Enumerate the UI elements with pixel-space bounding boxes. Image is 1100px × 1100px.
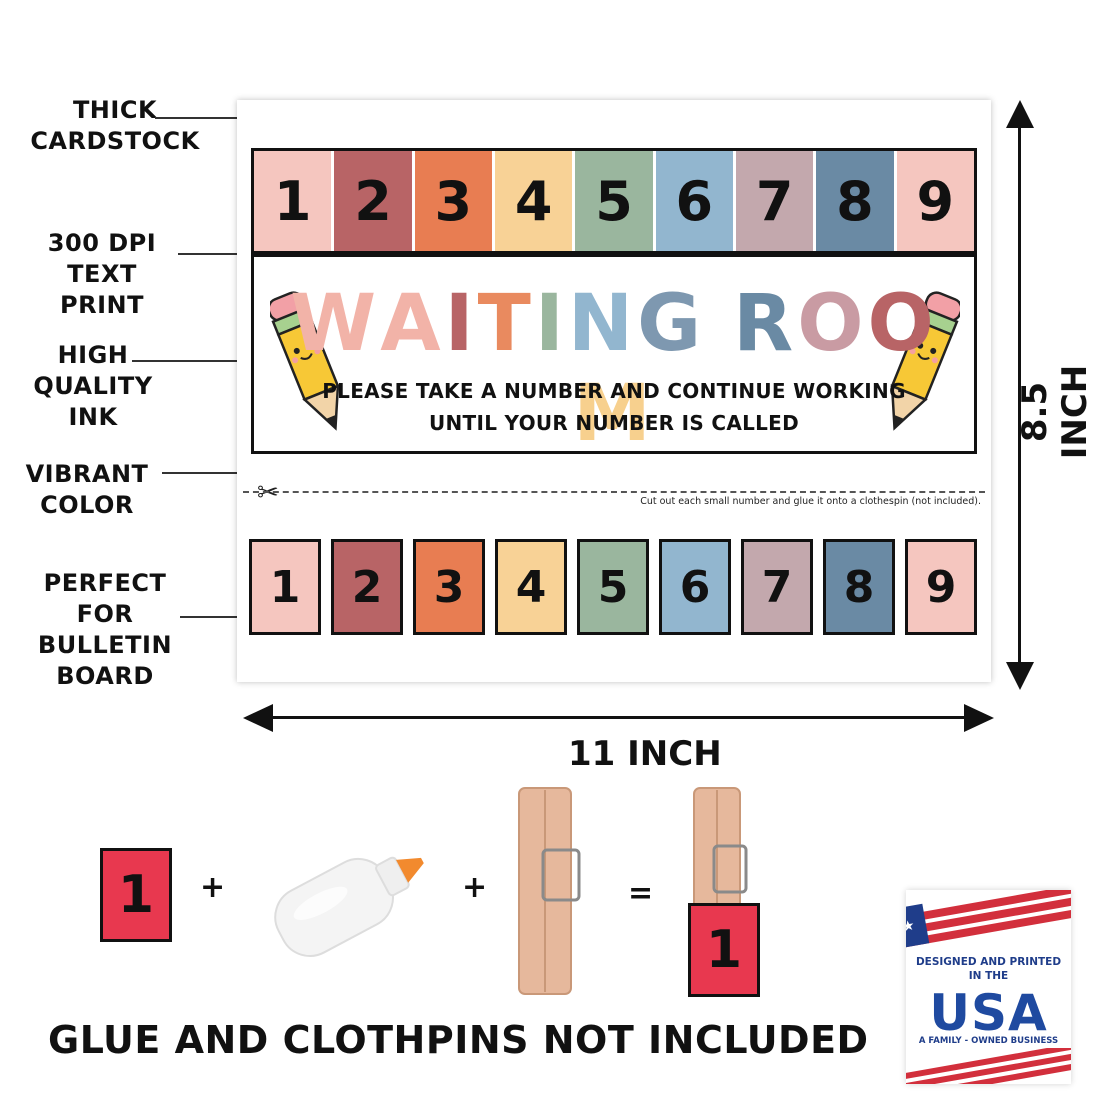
height-measure-label: 8.5 INCH bbox=[1015, 364, 1095, 460]
number-card-on-clothespin: 1 bbox=[688, 903, 760, 997]
arrow-down-icon bbox=[1006, 662, 1034, 690]
number-tile: 9 bbox=[896, 151, 974, 251]
number-tile: 4 bbox=[494, 151, 576, 251]
waiting-room-title: WAITING ROO M bbox=[254, 279, 974, 459]
title-letter: W bbox=[290, 279, 381, 369]
label-high-quality-ink: HIGH QUALITY INK bbox=[28, 340, 158, 433]
title-letter: R bbox=[733, 279, 798, 369]
glue-bottle-icon bbox=[274, 856, 424, 957]
title-box: WAITING ROO M PLEASE TAKE A NUMBER AND CO… bbox=[251, 254, 977, 459]
leader-line bbox=[162, 472, 237, 474]
small-number-tile: 9 bbox=[905, 539, 977, 635]
plus-sign: + bbox=[462, 870, 488, 905]
pencil-icon bbox=[890, 291, 960, 431]
label-line: COLOR bbox=[40, 491, 134, 519]
number-card: 1 bbox=[100, 848, 172, 942]
badge-line-1: DESIGNED AND PRINTED bbox=[915, 956, 1062, 968]
title-letter: I bbox=[444, 279, 478, 369]
title-letter: O bbox=[797, 279, 868, 369]
glue-not-included-note: GLUE AND CLOTHPINS NOT INCLUDED bbox=[48, 1018, 869, 1062]
label-300-dpi: 300 DPI TEXT PRINT bbox=[22, 228, 182, 321]
height-arrow-line bbox=[1018, 120, 1021, 670]
label-line: BOARD bbox=[56, 662, 154, 690]
label-line: FOR bbox=[76, 600, 134, 628]
number-tile: 6 bbox=[655, 151, 736, 251]
title-letter: N bbox=[567, 279, 638, 369]
number-tile: 1 bbox=[254, 151, 335, 251]
small-number-tile: 7 bbox=[741, 539, 813, 635]
number-tile: 3 bbox=[414, 151, 495, 251]
small-number-tile: 1 bbox=[249, 539, 321, 635]
made-in-usa-badge: ★ DESIGNED AND PRINTED IN THE USA A FAMI… bbox=[906, 890, 1071, 1084]
badge-usa: USA bbox=[929, 984, 1048, 1042]
label-line: 300 DPI bbox=[47, 229, 157, 257]
small-number-tile: 6 bbox=[659, 539, 731, 635]
title-letter: M bbox=[573, 369, 655, 459]
label-line: VIBRANT bbox=[25, 460, 149, 488]
pencil-icon bbox=[270, 291, 340, 431]
label-line: THICK bbox=[72, 96, 158, 124]
cut-line bbox=[243, 491, 985, 493]
svg-text:★: ★ bbox=[906, 918, 916, 936]
label-vibrant-color: VIBRANT COLOR bbox=[22, 459, 152, 521]
small-number-tile: 5 bbox=[577, 539, 649, 635]
label-line: BULLETIN bbox=[37, 631, 173, 659]
scissors-icon: ✂ bbox=[257, 478, 279, 508]
small-number-tile: 8 bbox=[823, 539, 895, 635]
title-letter: I bbox=[534, 279, 568, 369]
instruction-line-2: UNTIL YOUR NUMBER IS CALLED bbox=[428, 411, 800, 435]
arrow-left-icon bbox=[243, 704, 273, 732]
label-bulletin-board: PERFECT FOR BULLETIN BOARD bbox=[35, 568, 175, 692]
width-arrow-line bbox=[262, 716, 972, 719]
label-line: HIGH bbox=[57, 341, 129, 369]
number-tile: 2 bbox=[334, 151, 415, 251]
title-letter: A bbox=[380, 279, 445, 369]
title-letter: G bbox=[637, 279, 706, 369]
label-thick-cardstock: THICK CARDSTOCK bbox=[30, 95, 200, 157]
equals-sign: = bbox=[628, 876, 654, 911]
width-measure-label: 11 INCH bbox=[568, 734, 722, 774]
arrow-right-icon bbox=[964, 704, 994, 732]
small-number-tile: 4 bbox=[495, 539, 567, 635]
label-line: QUALITY bbox=[33, 372, 153, 400]
title-letter: T bbox=[477, 279, 535, 369]
clothespin-icon bbox=[518, 787, 581, 995]
leader-line bbox=[132, 360, 237, 362]
instruction-line-1: PLEASE TAKE A NUMBER AND CONTINUE WORKIN… bbox=[322, 379, 906, 403]
label-line: TEXT PRINT bbox=[60, 260, 144, 319]
leader-line bbox=[155, 117, 237, 119]
label-line: CARDSTOCK bbox=[30, 127, 200, 155]
clothespin-icon bbox=[693, 787, 748, 915]
number-tile: 5 bbox=[575, 151, 656, 251]
small-number-tile: 3 bbox=[413, 539, 485, 635]
label-line: PERFECT bbox=[43, 569, 167, 597]
title-letter: O bbox=[867, 279, 938, 369]
plus-sign: + bbox=[200, 870, 226, 905]
arrow-up-icon bbox=[1006, 100, 1034, 128]
cut-note: Cut out each small number and glue it on… bbox=[640, 496, 981, 507]
flag-stripes-icon bbox=[906, 1048, 1071, 1084]
small-number-tile: 2 bbox=[331, 539, 403, 635]
flag-stripes-icon: ★ bbox=[906, 890, 1071, 951]
number-tile: 7 bbox=[735, 151, 817, 251]
leader-line bbox=[178, 253, 237, 255]
badge-line-3: A FAMILY - OWNED BUSINESS bbox=[918, 1036, 1059, 1046]
number-tile: 8 bbox=[816, 151, 897, 251]
label-line: INK bbox=[68, 403, 118, 431]
badge-line-2: IN THE bbox=[968, 970, 1009, 982]
leader-line bbox=[180, 616, 237, 618]
